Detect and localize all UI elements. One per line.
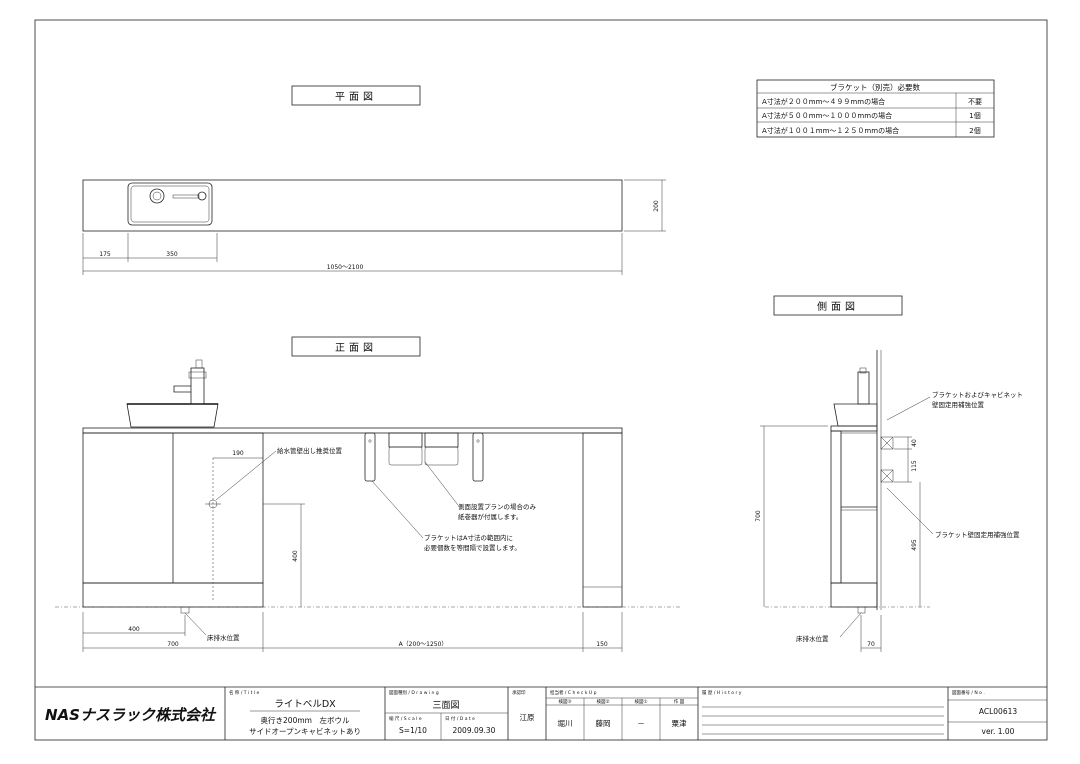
paper-holder-note-1: 側面設置プランの場合のみ [458, 502, 537, 511]
bracket-row-qty: 不要 [968, 98, 982, 106]
drawing-label: 図面種別 / D r a w i n g [389, 689, 439, 696]
plan-dim-width: 1050～2100 [327, 264, 364, 271]
bracket-row-condition: A寸法が２００mm～４９９mmの場合 [762, 97, 885, 106]
title-label: 名 称 / T i t l e [229, 689, 260, 696]
side-view: ブラケットおよびキャビネット 壁固定用補強位置 ブラケット壁固定用補強位置 40… [755, 350, 1023, 652]
check-col: 検図① [634, 698, 647, 705]
check-name: 堀川 [558, 719, 573, 728]
plan-view-title-text: 平面図 [335, 91, 377, 103]
date-label: 日 付 / D a t e [445, 715, 475, 722]
supply-note: 給水管壁出し推奨位置 [277, 446, 343, 455]
bracket-table: ブラケット（別売）必要数 A寸法が２００mm～４９９mmの場合 不要 A寸法が５… [756, 79, 995, 138]
paper-holder-note-2: 紙巻器が付属します。 [458, 512, 522, 521]
front-dim-400: 400 [128, 626, 140, 633]
front-dim-150: 150 [596, 641, 608, 648]
drawing-version: ver. 1.00 [982, 727, 1015, 736]
front-dim-190: 190 [232, 450, 244, 457]
title-block: NASナスラック株式会社 名 称 / T i t l e ライトベルDX 奥行き… [35, 686, 1047, 740]
side-view-title-text: 側面図 [817, 300, 859, 313]
front-dim-a: A（200～1250） [399, 641, 448, 648]
bracket-table-header: ブラケット（別売）必要数 [830, 82, 920, 92]
plan-dim-depth: 200 [653, 200, 660, 212]
approve-label: 承認印 [512, 689, 526, 696]
side-dim-700: 700 [755, 510, 762, 522]
history-label: 履 歴 / H i s t o r y [702, 690, 742, 696]
drawing-type: 三面図 [432, 700, 459, 711]
side-note-bracket: ブラケット壁固定用補強位置 [935, 530, 1020, 539]
front-view: 190 給水管壁出し推奨位置 400 側面設置プランの場合のみ 紙巻器が付属しま… [55, 359, 680, 652]
front-view-title-text: 正面図 [335, 342, 377, 354]
front-dim-400-height: 400 [292, 550, 299, 562]
product-name: ライトベルDX [274, 699, 336, 710]
approve-name: 江原 [520, 713, 535, 722]
side-drain-note: 床排水位置 [796, 634, 829, 643]
side-view-title: 側面図 [773, 295, 903, 316]
check-col: 作 図 [674, 698, 685, 705]
check-name: 藤岡 [596, 718, 611, 728]
scale-label: 縮 尺 / S c a l e [389, 715, 422, 722]
side-dim-115: 115 [911, 460, 918, 472]
check-col: 検図③ [558, 698, 571, 705]
side-dim-40: 40 [911, 439, 918, 447]
product-desc-1: 奥行き200mm 左ボウル [261, 715, 350, 725]
number-label: 図面番号 / N o . [952, 689, 985, 696]
bracket-row-condition: A寸法が１００１mm～１２５０mmの場合 [762, 126, 899, 135]
plan-dim-175: 175 [99, 251, 111, 258]
bracket-note-1: ブラケットはA寸法の範囲内に [424, 533, 513, 542]
bracket-row-condition: A寸法が５００mm～１０００mmの場合 [762, 111, 892, 120]
bracket-row-qty: 2個 [969, 126, 980, 135]
scale-value: S=1/10 [399, 726, 427, 735]
bracket-note-2: 必要個数を等間隔で設置します。 [424, 543, 521, 552]
front-drain-note: 床排水位置 [207, 633, 240, 642]
drawing-number: ACL00613 [979, 707, 1018, 716]
front-view-title: 正面図 [291, 336, 421, 357]
check-col: 検図② [596, 698, 609, 705]
check-name: － [637, 719, 645, 728]
sheet-border [34, 19, 1048, 741]
plan-dim-350: 350 [166, 251, 178, 258]
date-value: 2009.09.30 [453, 726, 496, 735]
side-note-top-2: 壁固定用補強位置 [932, 400, 985, 409]
bracket-row-qty: 1個 [969, 111, 980, 120]
plan-view: 175 350 1050～2100 200 [82, 179, 666, 275]
front-dim-700: 700 [167, 641, 179, 648]
side-dim-70: 70 [867, 641, 875, 648]
side-note-top-1: ブラケットおよびキャビネット [932, 390, 1023, 399]
check-name: 粟津 [672, 719, 687, 728]
check-label: 担当者 / C h e c k U p [550, 689, 597, 696]
company-logo: NASナスラック株式会社 [45, 706, 217, 724]
side-dim-495: 495 [911, 539, 918, 551]
product-desc-2: サイドオープンキャビネットあり [249, 727, 361, 736]
plan-view-title: 平面図 [291, 85, 421, 106]
